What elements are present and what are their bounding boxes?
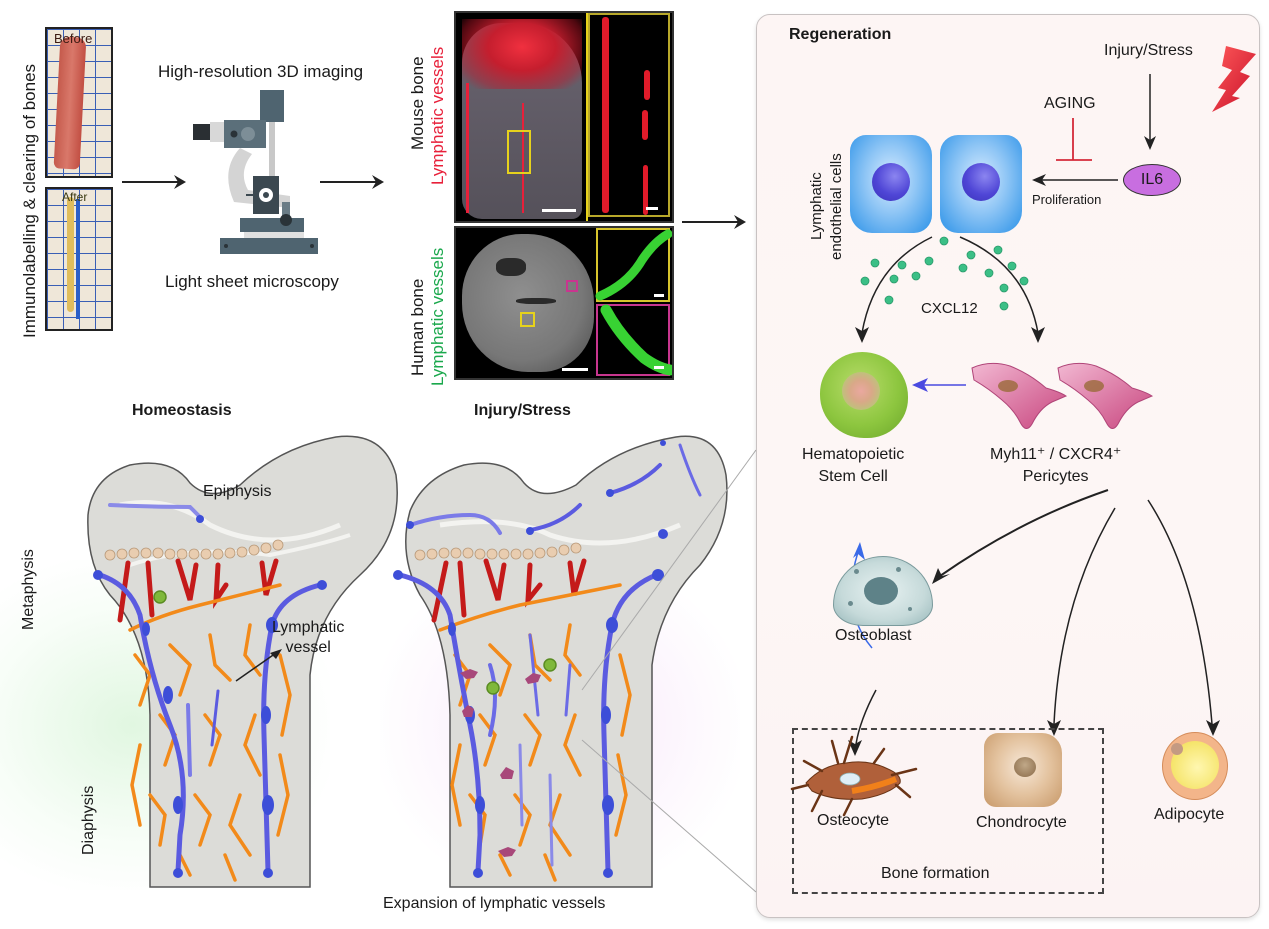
osteoblast-cell xyxy=(833,556,933,626)
cxcl12-label: CXCL12 xyxy=(921,300,978,317)
pericyte-cells xyxy=(971,362,1154,429)
mouse-lymphatic-label: Lymphatic vessels xyxy=(428,46,447,185)
zoom-connector-lines xyxy=(581,449,757,893)
hsc-label: Hematopoietic Stem Cell xyxy=(802,444,904,488)
mouse-bone-image xyxy=(454,11,674,223)
pericyte-to-hsc-arrow xyxy=(912,378,966,392)
lec-label-line1: Lymphatic xyxy=(808,172,825,240)
scale-bar xyxy=(654,366,664,369)
proliferation-label: Proliferation xyxy=(1032,192,1102,207)
aging-inhibition-symbol xyxy=(1056,118,1092,161)
chondrocyte-label: Chondrocyte xyxy=(976,814,1067,831)
adipocyte-cell xyxy=(1162,732,1228,800)
lymphatic-vessel-line1: Lymphatic xyxy=(272,619,345,636)
pericytes-label-line2: Pericytes xyxy=(1022,468,1089,485)
hsc-label-line1: Hematopoietic xyxy=(802,446,905,463)
lymphatic-endothelial-cell xyxy=(850,135,932,233)
osteocyte-label: Osteocyte xyxy=(817,812,890,829)
bone-formation-box xyxy=(792,728,1104,894)
expansion-caption: Expansion of lymphatic vessels xyxy=(383,895,606,912)
regeneration-title: Regeneration xyxy=(789,26,892,43)
bone-formation-label: Bone formation xyxy=(881,865,990,882)
zoom-box-magenta xyxy=(566,280,578,292)
arrow-to-microscope xyxy=(122,175,186,189)
adipocyte-label: Adipocyte xyxy=(1154,806,1225,823)
microscope-label: Light sheet microscopy xyxy=(165,272,339,291)
bone-homeostasis-illustration xyxy=(87,435,398,888)
lymphatic-vessel-line2: vessel xyxy=(285,639,331,656)
cxcl12-arrows xyxy=(855,236,1045,343)
scale-bar xyxy=(654,294,664,297)
il6-badge: IL6 xyxy=(1123,164,1181,196)
scale-bar xyxy=(562,368,588,371)
human-lymphatic-label: Lymphatic vessels xyxy=(428,247,447,386)
zoom-box-yellow xyxy=(507,130,531,174)
aging-label: AGING xyxy=(1044,95,1096,112)
zoom-box-yellow xyxy=(520,312,535,327)
osteoblast-label: Osteoblast xyxy=(835,627,912,644)
injury-to-il6-arrow xyxy=(1144,74,1156,150)
injury-stress-label: Injury/Stress xyxy=(1104,42,1193,59)
homeostasis-title: Homeostasis xyxy=(132,402,232,419)
imaging-title: High-resolution 3D imaging xyxy=(158,62,364,81)
osteocyte-cell xyxy=(790,735,918,817)
proliferation-arrow xyxy=(1032,174,1118,186)
human-bone-image xyxy=(454,226,674,380)
microscope-icon xyxy=(193,90,318,254)
before-label: Before xyxy=(54,31,93,46)
diaphysis-label: Diaphysis xyxy=(80,785,97,855)
chondrocyte-cell xyxy=(984,733,1062,807)
bone-injury-illustration xyxy=(393,435,728,888)
after-label: After xyxy=(62,190,88,204)
human-bone-label: Human bone xyxy=(408,278,427,376)
hsc-label-line2: Stem Cell xyxy=(818,468,888,485)
il6-label: IL6 xyxy=(1140,171,1164,188)
hematopoietic-stem-cell xyxy=(820,352,908,438)
lymphatic-endothelial-cell xyxy=(940,135,1022,233)
arrow-to-regeneration xyxy=(682,215,746,229)
metaphysis-label: Metaphysis xyxy=(20,549,37,630)
bone-photo-after: After xyxy=(45,187,113,331)
lightning-bolt-icon xyxy=(1212,46,1256,112)
pericytes-label-line1: Myh11⁺ / CXCR4⁺ xyxy=(990,446,1122,463)
lymphatic-vessel-label: Lymphatic vessel xyxy=(272,618,344,658)
clearing-side-label: Immunolabelling & clearing of bones xyxy=(20,63,39,338)
lymphatic-vessel-pointer-arrow xyxy=(235,649,282,682)
differentiation-arrows xyxy=(848,489,1220,756)
arrow-to-images xyxy=(320,175,384,189)
pericytes-label: Myh11⁺ / CXCR4⁺ Pericytes xyxy=(990,444,1121,488)
bone-photo-before: Before xyxy=(45,27,113,178)
epiphysis-label: Epiphysis xyxy=(203,483,272,500)
mouse-bone-label: Mouse bone xyxy=(408,56,427,150)
scale-bar xyxy=(542,209,576,212)
injury-stress-bone-title: Injury/Stress xyxy=(474,402,571,419)
scale-bar xyxy=(646,207,658,210)
